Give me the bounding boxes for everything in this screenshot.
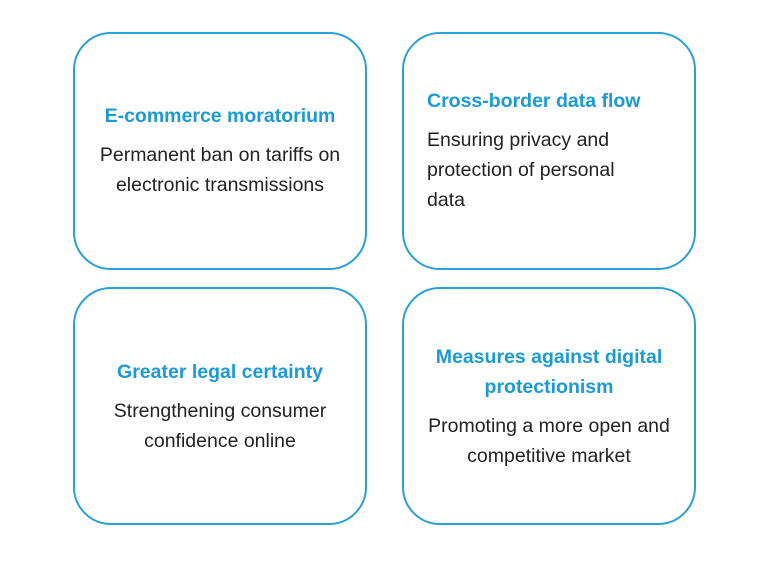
card-title: Greater legal certainty	[117, 360, 323, 383]
card-greater-legal-certainty: Greater legal certainty Strengthening co…	[73, 287, 367, 525]
card-cross-border-data-flow: Cross-border data flow Ensuring privacy …	[402, 32, 696, 270]
card-title: Cross-border data flow	[427, 89, 641, 112]
card-title: E-commerce moratorium	[104, 104, 336, 127]
card-description: Promoting a more open and competitive ma…	[428, 414, 670, 467]
card-description: Strengthening consumer confidence online	[113, 399, 327, 452]
card-ecommerce-moratorium: E-commerce moratorium Permanent ban on t…	[73, 32, 367, 270]
card-description: Permanent ban on tariffs on electronic t…	[99, 143, 341, 196]
card-description: Ensuring privacy and protection of perso…	[427, 128, 615, 211]
card-digital-protectionism: Measures against digital protectionism P…	[402, 287, 696, 525]
card-title: Measures against digital protectionism	[435, 345, 663, 398]
